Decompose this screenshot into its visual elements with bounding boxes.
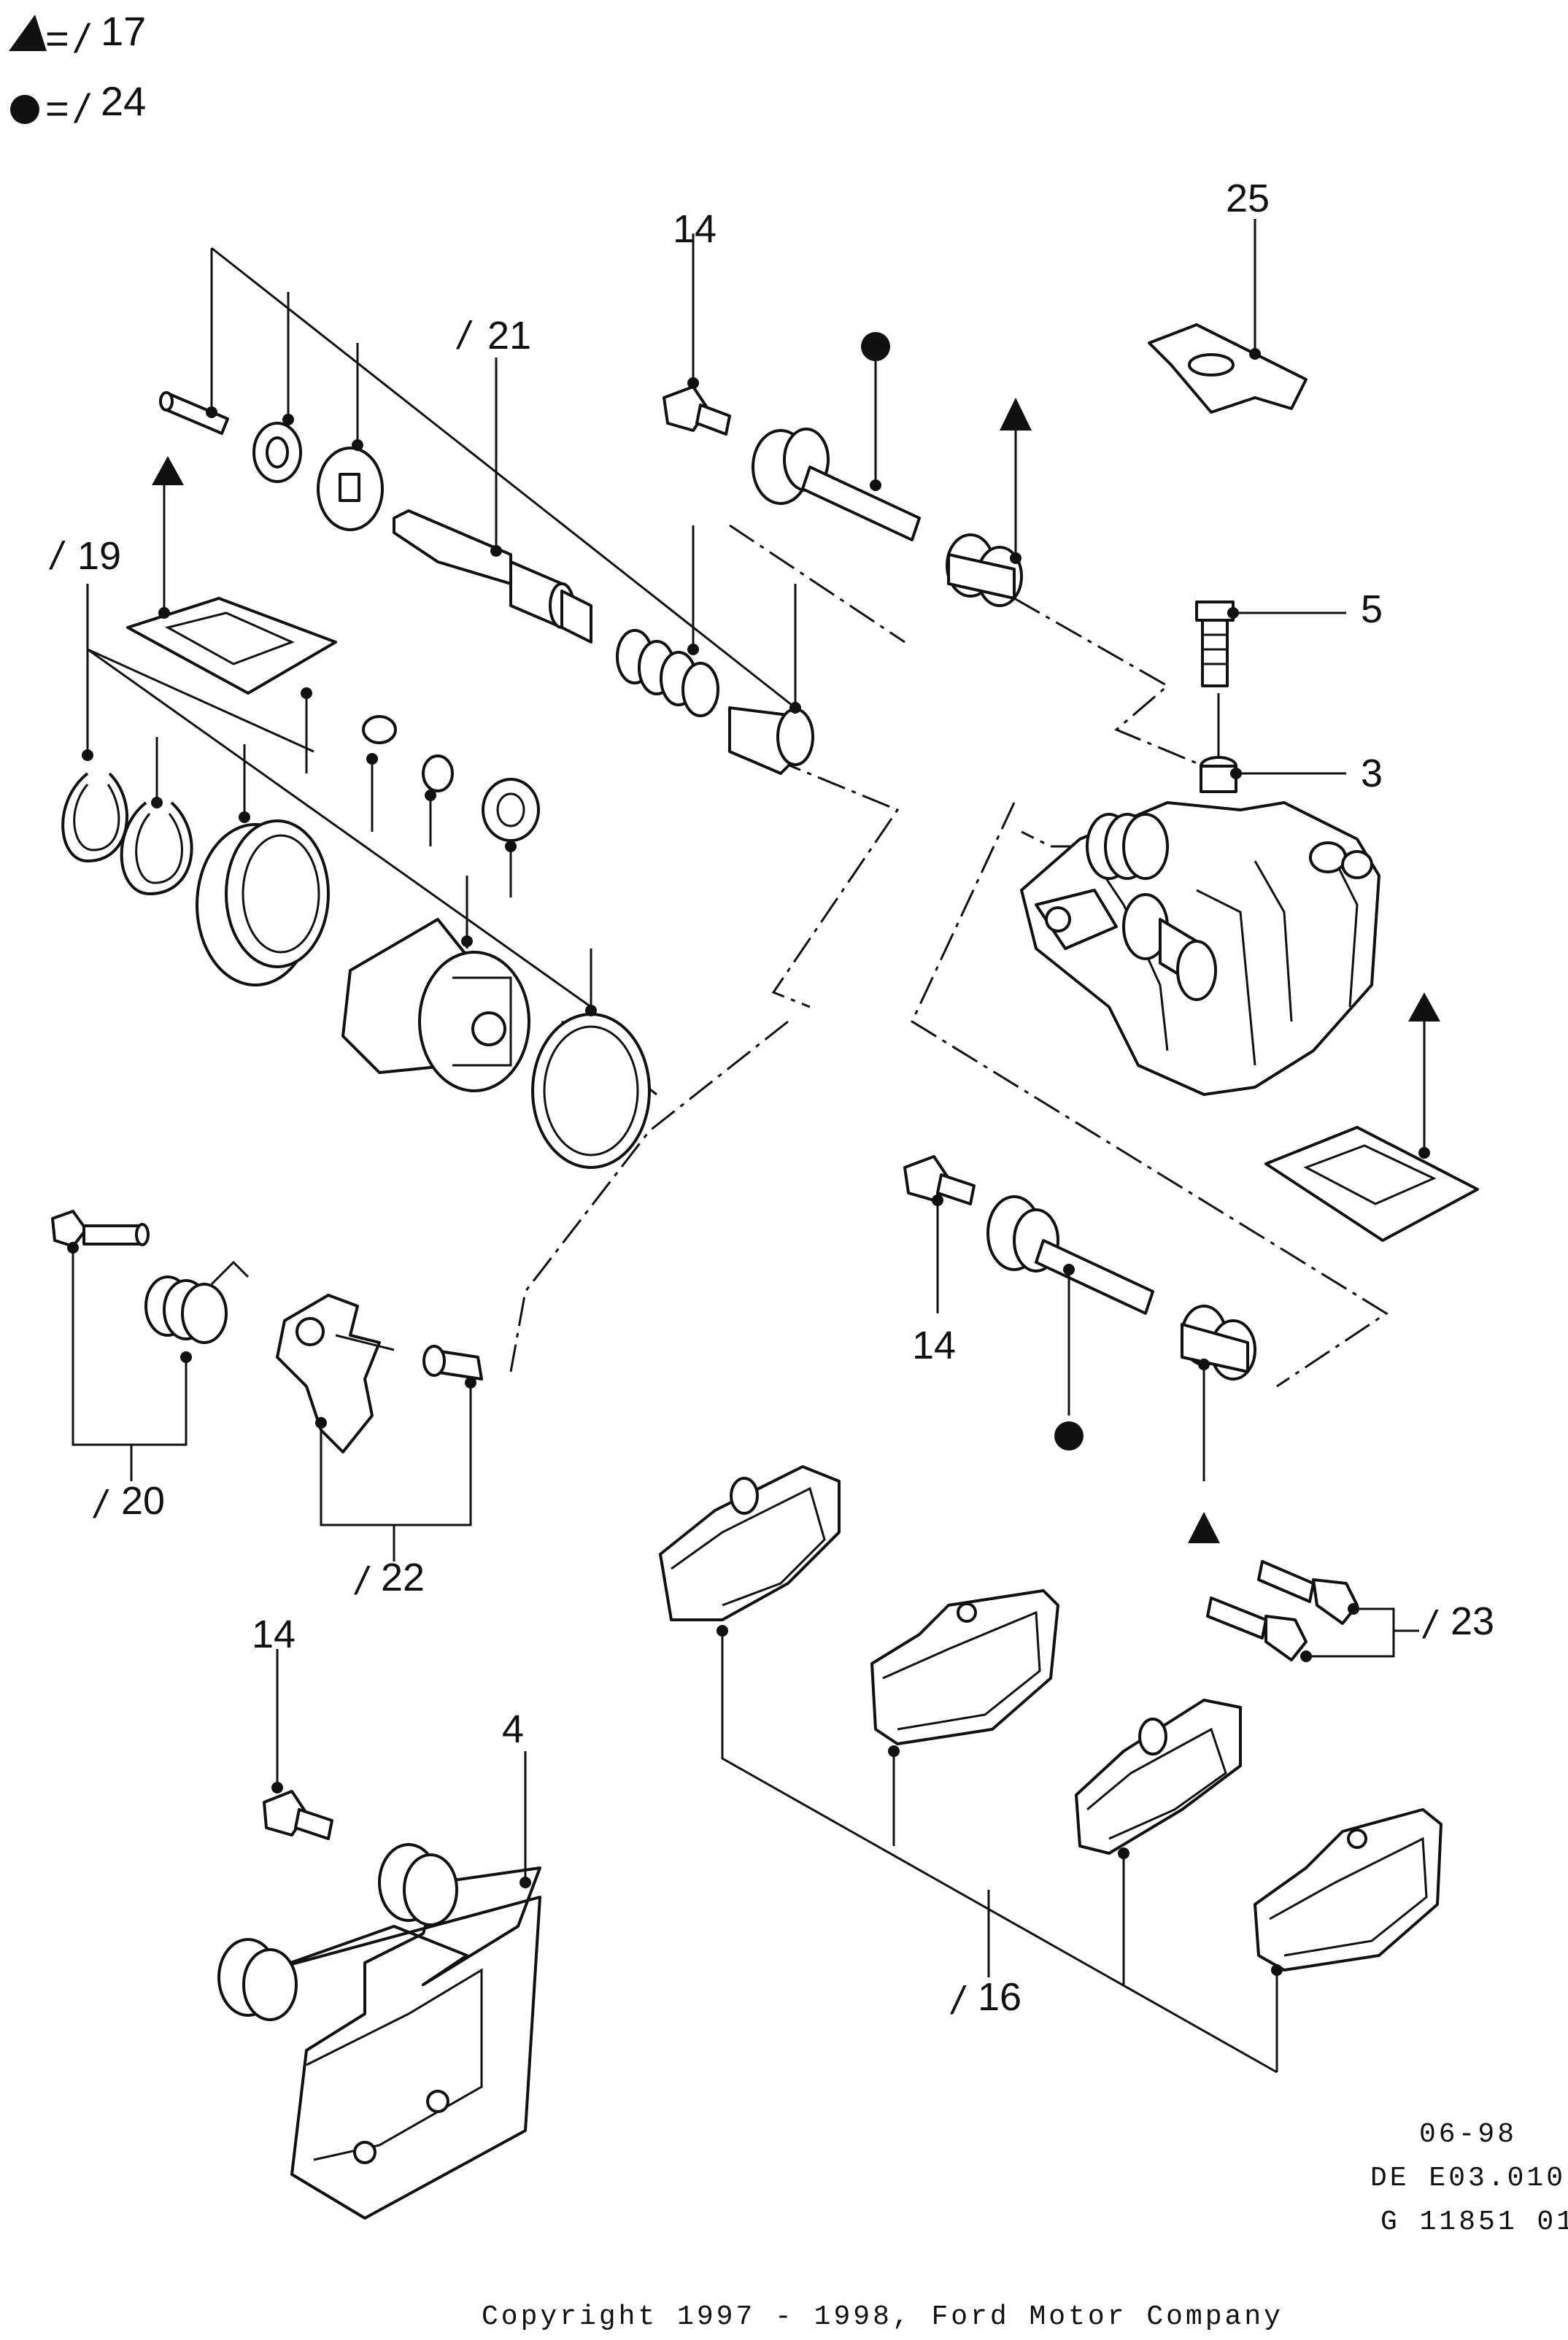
ring-seal: [252, 422, 302, 483]
springs: [616, 629, 719, 717]
callout-16: 16: [978, 1975, 1021, 2019]
actuator-shaft: [393, 509, 592, 644]
bolts-23: [1206, 1560, 1419, 1662]
callout-23: 23: [1451, 1599, 1494, 1643]
bolt-top: [663, 385, 731, 436]
dust-boot: [196, 819, 330, 986]
pad-4: [1254, 1808, 1443, 1972]
drawing-info: 06-98 DE E03.010 G 11851 01: [1370, 2119, 1568, 2238]
guide-pin-top: [663, 233, 1032, 607]
legend: = / 17 = / 24: [9, 8, 146, 131]
triangle-icon: [1408, 992, 1440, 1022]
legend-slash-mark: /: [73, 15, 91, 61]
pin-boot-top: [946, 533, 1023, 607]
callout-20: 20: [121, 1479, 165, 1523]
drawing-code: DE E03.010: [1370, 2163, 1566, 2194]
callout-5: 5: [1361, 587, 1383, 631]
bolt-20: [51, 1210, 150, 1248]
pad-3: [1075, 1699, 1242, 1855]
guide-pin: [752, 428, 921, 541]
legend-slash-mark: /: [73, 85, 91, 131]
square-washer: [317, 447, 384, 531]
callout-22: 22: [381, 1556, 425, 1599]
drawing-number: G 11851 01: [1380, 2206, 1568, 2238]
caliper-body: [1020, 601, 1380, 1096]
bolt-23a: [1257, 1560, 1359, 1625]
caliper-piston-stub: [1122, 893, 1217, 1001]
caliper-spring: [1086, 813, 1169, 880]
callout-4: 4: [502, 1707, 524, 1751]
bleed-screw: [1195, 601, 1235, 687]
guide-pin-mid: [903, 1155, 1256, 1543]
bracket-25: [1148, 219, 1308, 414]
triangle-icon: [152, 456, 184, 485]
piston-seal: [531, 1013, 651, 1169]
callout-14-bottom: 14: [252, 1613, 296, 1656]
legend-equals-triangle: =: [45, 15, 69, 61]
callout-25: 25: [1226, 177, 1270, 220]
pad-1: [659, 1465, 841, 1621]
callout-slash-23: /: [1421, 1603, 1439, 1647]
callout-slash-21: /: [455, 314, 473, 358]
piston: [341, 918, 530, 1092]
caliper-carrier: [217, 1649, 541, 2220]
bolt-bottom: [263, 1790, 333, 1840]
callout-14-mid: 14: [912, 1324, 956, 1367]
grease-sachet-top: [126, 597, 337, 695]
lever-plate-22: [276, 1294, 395, 1453]
callout-3: 3: [1361, 752, 1383, 795]
callout-slash-16: /: [949, 1979, 967, 2023]
circlip-1: [61, 772, 128, 862]
adjuster-nut: [728, 706, 814, 775]
spring-20: [144, 1260, 250, 1344]
caliper-lever: [1035, 889, 1118, 950]
circlip-2: [120, 801, 193, 895]
bolt-23b: [1206, 1596, 1308, 1661]
callout-21: 21: [487, 314, 531, 358]
brake-pads: [659, 1465, 1443, 2074]
callout-slash-20: /: [92, 1483, 109, 1526]
triangle-icon: [1000, 398, 1032, 430]
pad-2: [870, 1589, 1059, 1745]
copyright-notice: Copyright 1997 - 1998, Ford Motor Compan…: [482, 2301, 1283, 2333]
small-washers: [362, 715, 540, 842]
pin-22: [422, 1345, 483, 1381]
legend-triangle-value: 17: [101, 8, 146, 54]
drawing-date: 06-98: [1419, 2119, 1517, 2150]
guide-pin-2: [986, 1195, 1154, 1315]
triangle-icon: [1188, 1512, 1220, 1543]
legend-equals-circle: =: [45, 85, 69, 131]
top-left-parts: [159, 247, 814, 775]
handbrake-group: [51, 1210, 483, 1561]
grease-sachet-right: [1264, 992, 1479, 1242]
triangle-icon: [9, 15, 47, 51]
piston-group: [61, 456, 651, 1169]
callout-14-top: 14: [673, 207, 717, 251]
pin: [159, 391, 229, 435]
callout-labels: 14 25 / 21 / 19 5 3 14 / 20 / 22 14 4 / …: [48, 177, 1494, 2023]
bolt-mid: [903, 1155, 976, 1205]
callout-slash-19: /: [48, 534, 66, 578]
callout-slash-22: /: [353, 1559, 371, 1603]
callout-19: 19: [77, 534, 121, 578]
pin-boot-mid: [1181, 1305, 1256, 1381]
circle-icon: [10, 95, 39, 124]
legend-circle-value: 24: [101, 78, 146, 124]
